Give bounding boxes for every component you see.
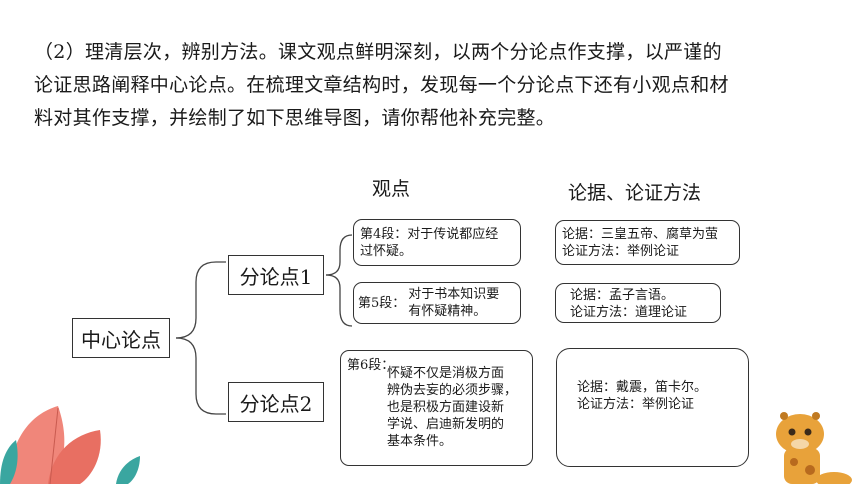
para4-line: 过怀疑。 [360, 244, 413, 259]
sub-point-2-box: 分论点2 [228, 382, 324, 422]
para6-viewpoint-box: 第6段： 怀疑不仅是消极方面 辨伪去妄的必须步骤， 也是积极方面建设新 学说、启… [340, 350, 533, 466]
question-line: 论证思路阐释中心论点。在梳理文章结构时，发现每一个分论点下还有小观点和材 [34, 74, 729, 96]
para5-line: 有怀疑精神。 [408, 304, 487, 319]
para6-line: 基本条件。 [387, 434, 453, 449]
center-thesis-box: 中心论点 [72, 318, 170, 358]
viewpoint-header: 观点 [372, 178, 411, 200]
connector-sub1-para4 [325, 234, 353, 276]
para4-line: 第4段：对于传说都应经 [360, 227, 499, 242]
evidence-3-line: 论证方法：举例论证 [577, 397, 695, 412]
evidence-box-1: 论据：三皇五帝、腐草为萤 论证方法：举例论证 [555, 220, 740, 265]
para5-label: 第5段： [358, 295, 406, 311]
question-line: （2）理清层次，辨别方法。课文观点鲜明深刻，以两个分论点作支撑，以严谨的 [34, 41, 722, 63]
para6-line: 学说、启迪新发明的 [387, 417, 505, 432]
evidence-box-3: 论据：戴震，笛卡尔。 论证方法：举例论证 [556, 348, 749, 467]
evidence-2-line: 论据：孟子言语。 [570, 288, 675, 303]
para4-viewpoint-box: 第4段：对于传说都应经 过怀疑。 [353, 219, 521, 266]
question-line: 料对其作支撑，并绘制了如下思维导图，请你帮他补充完整。 [34, 107, 556, 129]
connector-center-sub1 [175, 261, 226, 339]
giraffe-icon [776, 412, 852, 484]
para6-line: 怀疑不仅是消极方面 [387, 366, 505, 381]
sub-point-1-label: 分论点1 [239, 264, 313, 289]
evidence-1-line: 论据：三皇五帝、腐草为萤 [562, 227, 719, 242]
connector-center-sub2 [175, 337, 226, 415]
para5-line: 对于书本知识要 [408, 287, 500, 302]
evidence-3-line: 论据：戴震，笛卡尔。 [577, 380, 708, 395]
center-thesis-label: 中心论点 [81, 327, 161, 352]
sub-point-1-box: 分论点1 [228, 255, 324, 295]
para6-line: 辨伪去妄的必须步骤， [387, 383, 518, 398]
evidence-header: 论据、论证方法 [568, 182, 702, 204]
para6-label: 第6段： [347, 358, 395, 373]
sub-point-2-label: 分论点2 [239, 391, 313, 416]
question-text: （2）理清层次，辨别方法。课文观点鲜明深刻，以两个分论点作支撑，以严谨的 论证思… [34, 36, 834, 135]
leaves-decoration-icon [0, 406, 140, 484]
connector-sub1-para5 [325, 274, 353, 327]
evidence-1-line: 论证方法：举例论证 [562, 244, 680, 259]
para6-line: 也是积极方面建设新 [387, 400, 505, 415]
evidence-box-2: 论据：孟子言语。 论证方法：道理论证 [555, 283, 721, 323]
evidence-2-line: 论证方法：道理论证 [570, 305, 688, 320]
para5-viewpoint-box: 第5段： 对于书本知识要 有怀疑精神。 [353, 282, 521, 324]
